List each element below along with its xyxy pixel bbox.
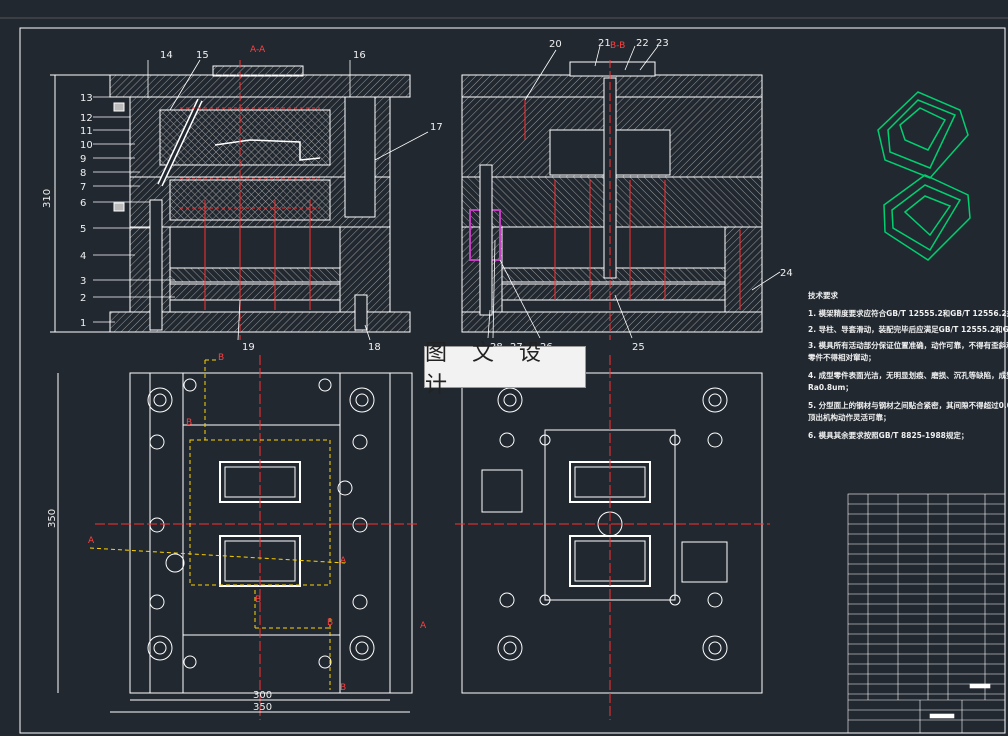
cut-label-a: A: [420, 621, 427, 631]
note-line: 顶出机构动作灵活可靠；: [808, 412, 891, 423]
part-number-labels-left: 13 12 11 10 9 8 7 6 5 4 3 2 1 14 15 16 1…: [80, 50, 443, 353]
technical-notes: 技术要求 1. 模架精度要求应符合GB/T 12555.2和GB/T 12556…: [807, 290, 1008, 441]
part-number: 6: [80, 198, 86, 209]
part-number: 12: [80, 113, 93, 124]
dimensions-bottom: 300 350 350: [47, 373, 410, 713]
part-number: 19: [242, 342, 255, 353]
section-label-bb: B-B: [610, 41, 625, 51]
cut-label-b: B: [327, 618, 333, 628]
note-line: 1. 模架精度要求应符合GB/T 12555.2和GB/T 12556.2规定: [808, 308, 1008, 318]
cut-label-b: B: [255, 595, 261, 605]
leaders-right: [487, 45, 781, 339]
note-line: 5. 分型面上的钢材与钢材之间贴合紧密，其间隙不得超过0.02mm；: [808, 400, 1008, 411]
product-3d-views: [877, 91, 971, 261]
part-number: 7: [80, 182, 86, 193]
dim-height-label: 310: [42, 189, 53, 208]
part-number: 21: [598, 38, 611, 49]
section-label-aa: A-A: [250, 45, 266, 55]
part-number: 10: [80, 140, 93, 151]
watermark-text: 图 文 设 计: [425, 341, 550, 398]
note-line: 6. 模具其余要求按照GB/T 8825-1988规定；: [808, 430, 968, 441]
part-number: 8: [80, 168, 86, 179]
part-number: 20: [549, 39, 562, 50]
part-number: 14: [160, 50, 173, 61]
cut-label-a: A: [88, 536, 95, 546]
part-number: 3: [80, 276, 86, 287]
plan-view-left: [89, 355, 420, 720]
note-line: 4. 成型零件表面光洁，无明显划痕、磨损、沉孔等缺陷，成型表面粗糙度不得大于: [808, 370, 1008, 380]
part-number: 18: [368, 342, 381, 353]
dim-width-inner: 300: [253, 690, 272, 701]
dimension-height: 3 10: [42, 74, 110, 333]
part-number: 23: [656, 38, 669, 49]
part-number: 24: [780, 268, 793, 279]
note-line: Ra0.8um；: [808, 383, 853, 393]
part-number: 1: [80, 318, 86, 329]
notes-heading: 技术要求: [808, 290, 838, 300]
plan-view-left-labels: B B A A B B B A: [88, 353, 427, 693]
part-number: 9: [80, 154, 86, 165]
part-number: 4: [80, 251, 86, 262]
note-line: 3. 模具所有活动部分保证位置准确，动作可靠，不得有歪斜和卡滞现象，要求固定的: [808, 340, 1008, 350]
title-block: [847, 493, 1006, 734]
part-number: 5: [80, 224, 86, 235]
part-number: 17: [430, 122, 443, 133]
part-number: 22: [636, 38, 649, 49]
cut-label-a: A: [340, 556, 347, 566]
section-view-aa: [109, 60, 411, 340]
part-number: 15: [196, 50, 209, 61]
watermark-box: 图 文 设 计: [424, 341, 586, 398]
cut-label-b: B: [218, 353, 224, 363]
part-number: 11: [80, 126, 93, 137]
plan-view-right: [455, 355, 770, 720]
dim-side-height: 350: [47, 509, 58, 528]
part-number: 2: [80, 293, 86, 304]
section-view-bb: [461, 60, 763, 340]
leaders-left: [93, 59, 429, 341]
cut-label-b: B: [186, 418, 192, 428]
note-line: 零件不得相对窜动；: [807, 352, 876, 363]
dim-width-outer: 350: [253, 702, 272, 713]
note-line: 2. 导柱、导套滑动，装配完毕后应满足GB/T 12555.2和GB/T 125…: [808, 324, 1008, 335]
part-number: 13: [80, 93, 93, 104]
part-number: 25: [632, 342, 645, 353]
part-number: 16: [353, 50, 366, 61]
cut-label-b: B: [340, 683, 346, 693]
